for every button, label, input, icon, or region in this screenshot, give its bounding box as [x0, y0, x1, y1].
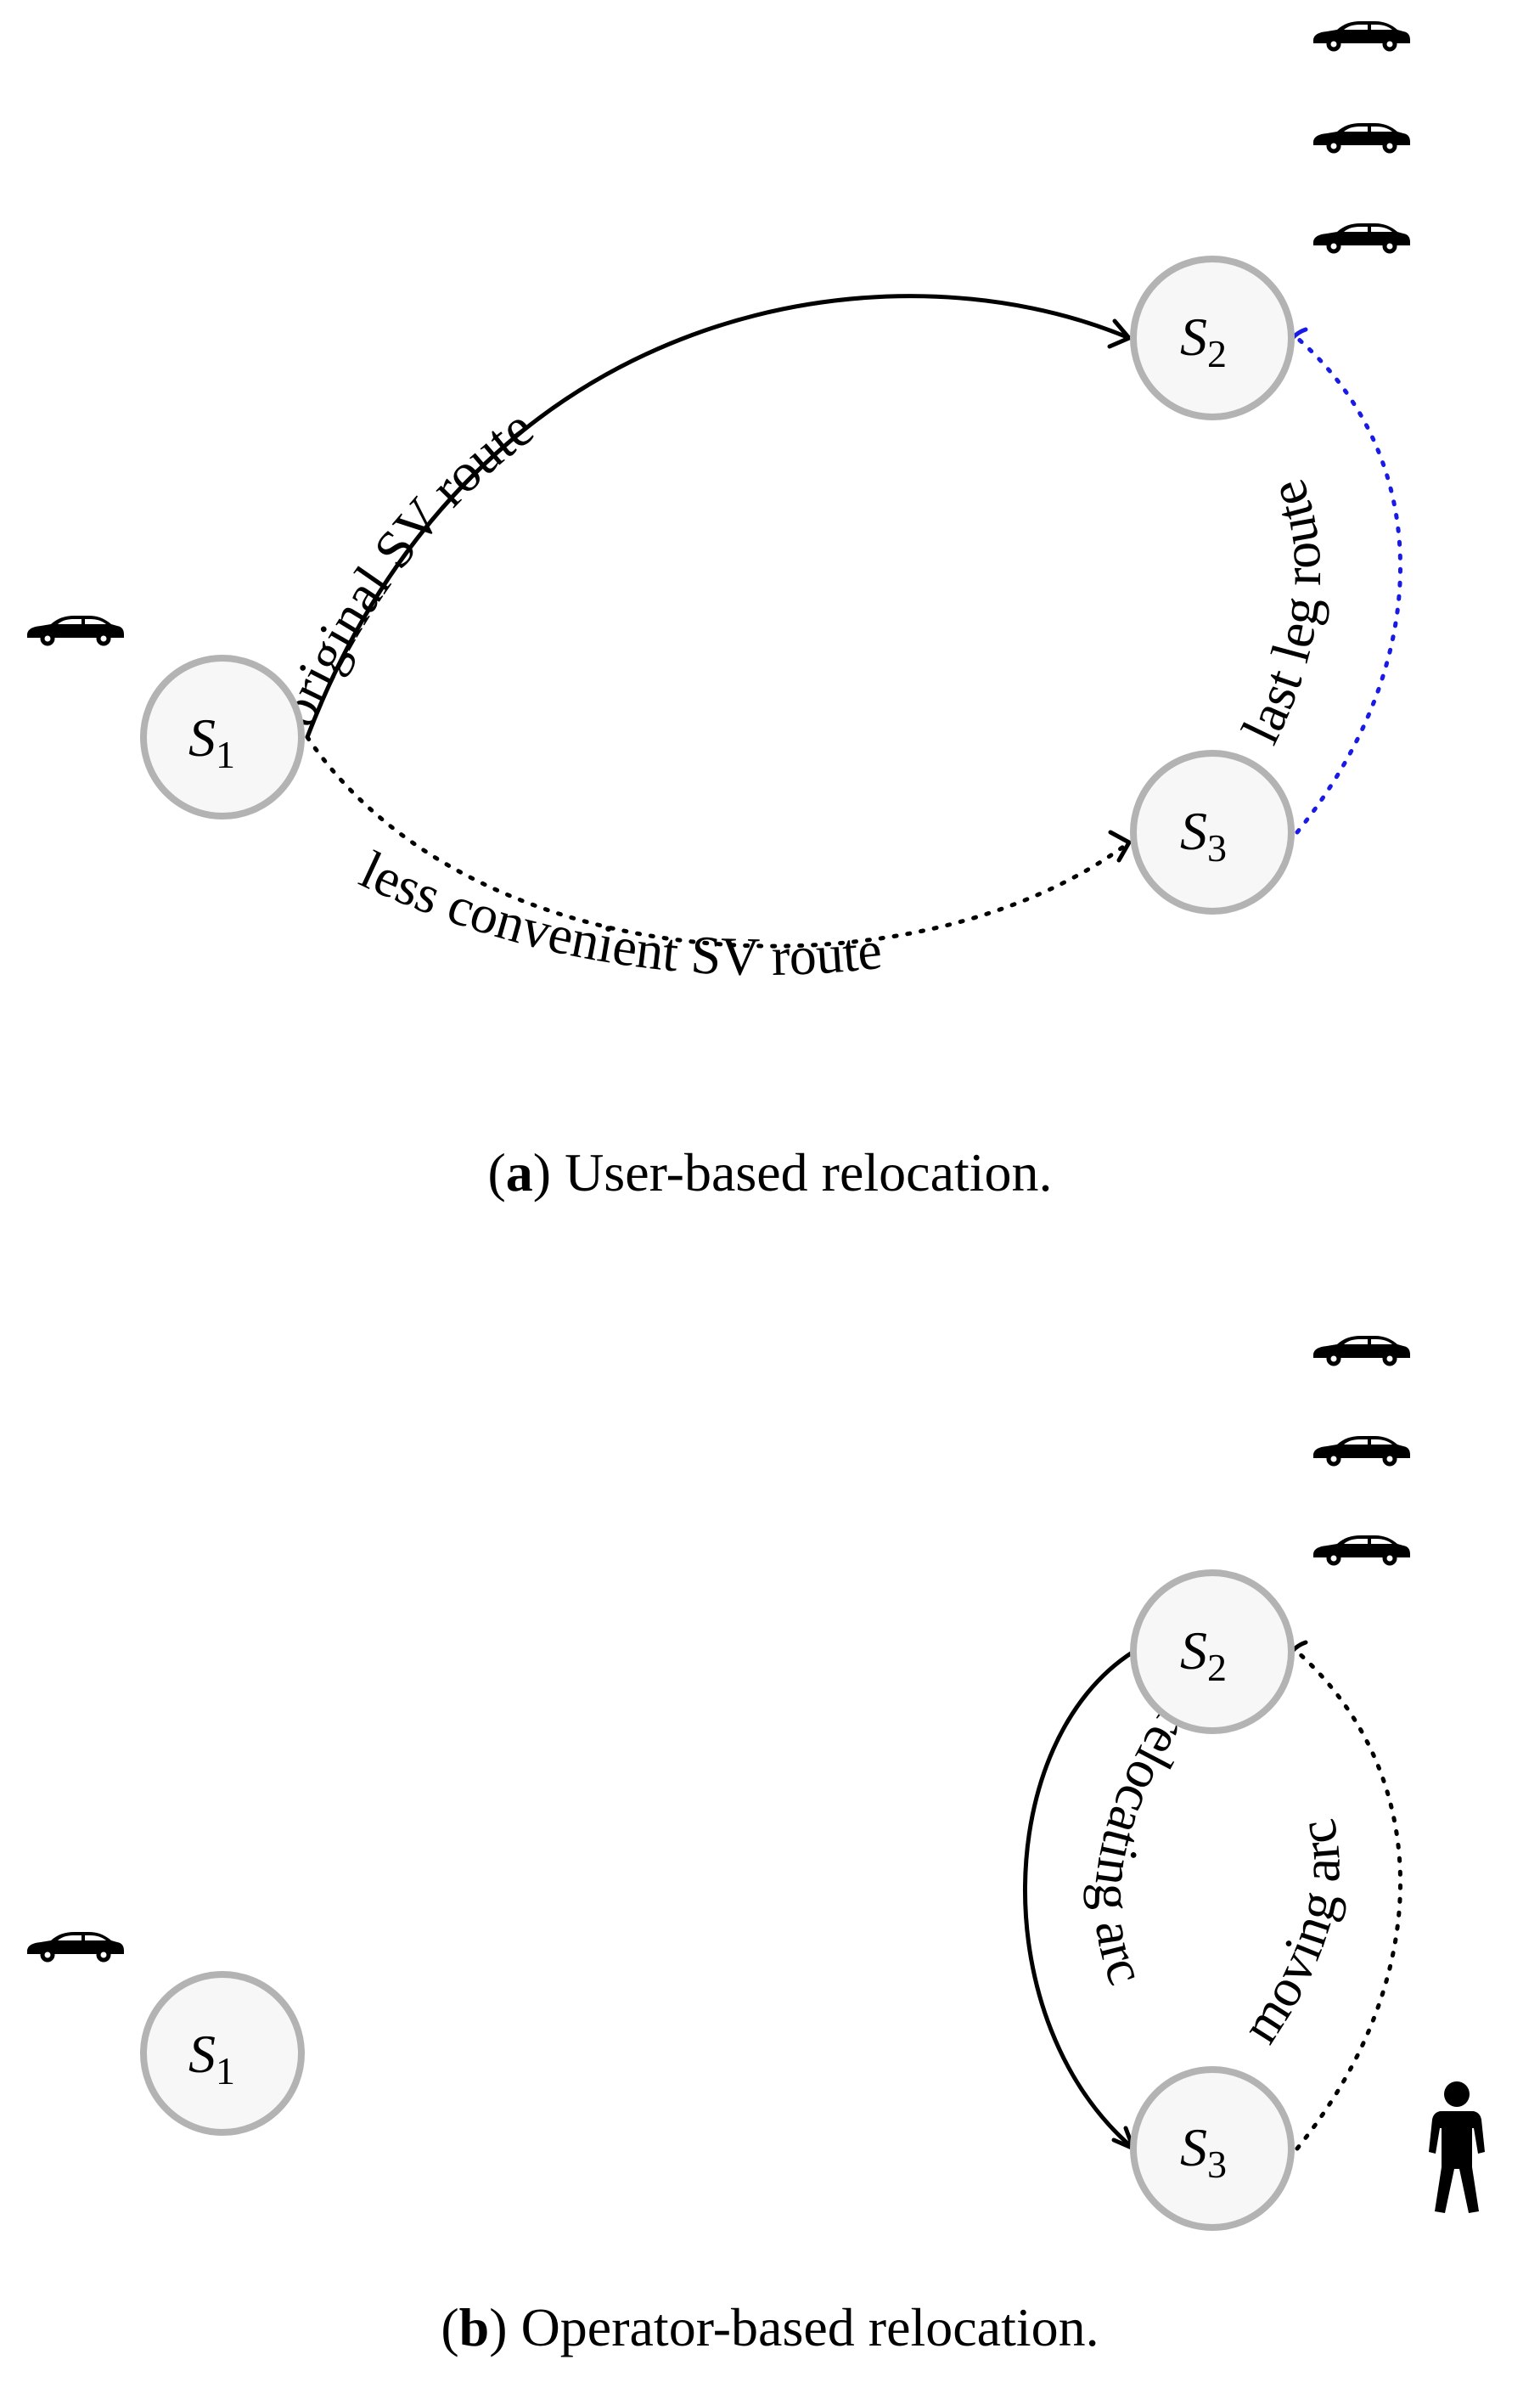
station-s3-node: S3	[1130, 750, 1295, 915]
moving-arc-edge	[1295, 1649, 1402, 2151]
station-s2-node: S2	[1130, 256, 1295, 420]
svg-text:S3: S3	[1180, 801, 1227, 870]
less-convenient-sv-route-label: less convenient SV route	[351, 839, 885, 987]
car-icon	[27, 1932, 124, 1963]
last-leg-route-label: last leg route	[1230, 473, 1333, 752]
station-s1-node: S1	[140, 655, 305, 819]
relocating-arc-label: relocating arc	[1083, 1701, 1205, 1992]
svg-text:S3: S3	[1180, 2117, 1227, 2186]
caption-b: (b) Operator-based relocation.	[441, 2297, 1099, 2357]
car-icon	[1313, 1535, 1410, 1566]
station-s2-node: S2	[1130, 1569, 1295, 1734]
arrow-head-icon	[1107, 318, 1133, 349]
svg-text:S2: S2	[1180, 307, 1227, 375]
panel-a: original SV route less convenient SV rou…	[27, 21, 1410, 1202]
svg-text:S1: S1	[188, 707, 235, 776]
station-s1-node: S1	[140, 1971, 305, 2136]
arrow-head-icon	[1108, 830, 1133, 863]
car-icon	[1313, 1436, 1410, 1467]
svg-text:S1: S1	[188, 2024, 235, 2092]
original-sv-route-label: original SV route	[266, 397, 544, 735]
relocating-arc-edge	[1023, 1649, 1135, 2150]
original-sv-route-edge	[305, 294, 1130, 738]
station-s3-node: S3	[1130, 2066, 1295, 2231]
car-icon	[27, 616, 124, 646]
car-icon	[1313, 1336, 1410, 1366]
svg-text:S2: S2	[1180, 1620, 1227, 1689]
car-icon	[1313, 21, 1410, 52]
car-icon	[1313, 223, 1410, 254]
car-icon	[1313, 123, 1410, 154]
moving-arc-label: moving arc	[1228, 1815, 1351, 2053]
caption-a: (a) User-based relocation.	[487, 1142, 1052, 1202]
person-icon	[1429, 2081, 1485, 2213]
last-leg-route-edge	[1295, 335, 1402, 835]
panel-b: relocating arc moving arc S1 S2 S3 (b) O…	[27, 1336, 1485, 2357]
